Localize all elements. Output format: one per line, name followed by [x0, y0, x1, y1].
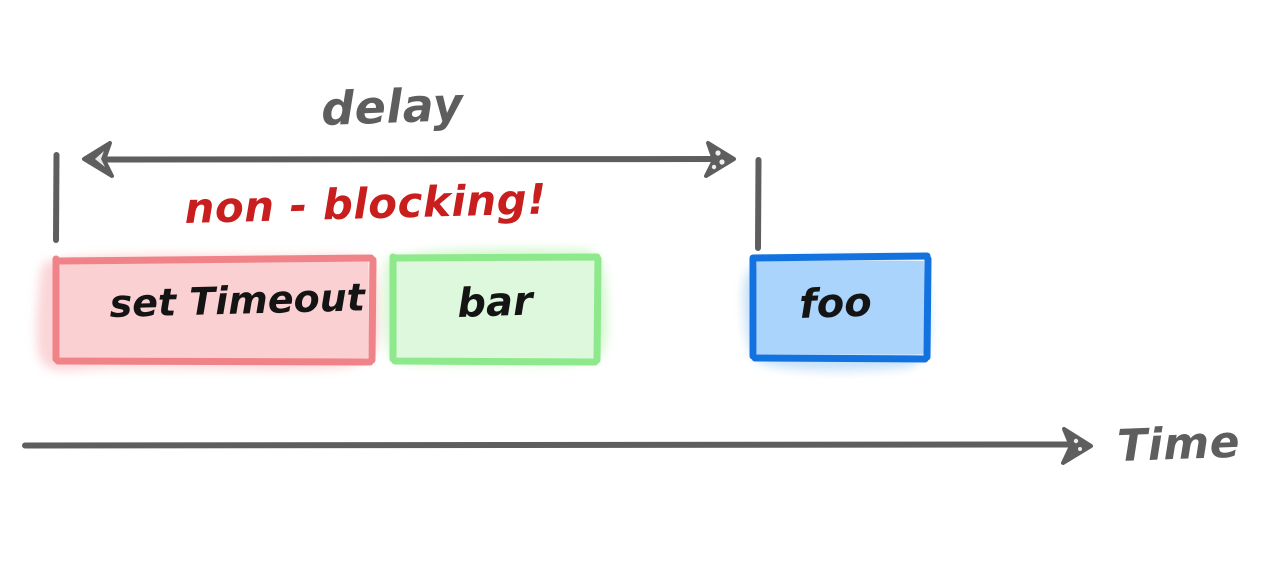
time-axis-shaft: [22, 441, 1073, 449]
foo-fill: [757, 261, 924, 354]
delay-arrow-left-head: [82, 141, 114, 178]
settimeout-block-label: set Timeout: [108, 275, 366, 326]
start-tick: [53, 152, 60, 243]
time-axis-label: Time: [1116, 416, 1241, 472]
settimeout-border: [52, 254, 377, 366]
bar-block-label: bar: [456, 278, 534, 327]
foo-border: [749, 252, 932, 363]
settimeout-fill: [60, 262, 368, 358]
delay-arrow-shaft: [101, 156, 717, 163]
block-bar[interactable]: [389, 253, 602, 366]
delay-label: delay: [320, 77, 465, 136]
delay-arrow-right-head: [704, 141, 736, 178]
time-axis-arrow-head: [1061, 427, 1093, 465]
bar-fill: [397, 260, 594, 358]
non-blocking-label: non - blocking!: [183, 174, 548, 233]
foo-block-label: foo: [798, 279, 873, 328]
end-tick: [755, 157, 762, 251]
block-settimeout[interactable]: [52, 254, 377, 366]
block-foo[interactable]: [749, 252, 932, 363]
bar-border: [389, 253, 602, 366]
